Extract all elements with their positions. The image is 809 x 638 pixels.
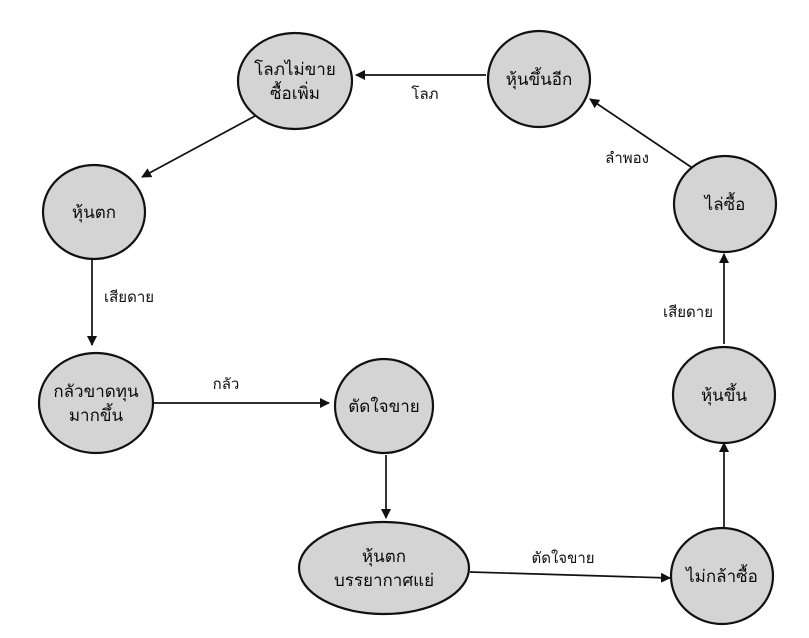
edge-label-fear-to-decide-sell: กลัว: [213, 375, 240, 393]
node-label: หุ้นขึ้น: [701, 383, 747, 406]
edge-label-stock-down-to-fear: เสียดาย: [104, 288, 154, 306]
node-stock-down: หุ้นตก: [41, 163, 147, 261]
node-chase-buy: ไล่ซื้อ: [672, 154, 778, 254]
edge-label-stock-up-to-chase-buy: เสียดาย: [663, 303, 713, 321]
node-ellipse: [37, 351, 155, 455]
node-label: หุ้นตก: [362, 547, 406, 567]
node-label: ไล่ซื้อ: [703, 192, 746, 215]
node-ellipse: [672, 154, 778, 254]
node-label: ซื้อเพิ่ม: [270, 81, 320, 104]
node-label: หุ้นตก: [72, 203, 116, 223]
node-ellipse: [671, 345, 777, 445]
node-label: กลัวขาดทุน: [53, 382, 139, 402]
node-decide-sell: ตัดใจขาย: [333, 357, 435, 455]
node-ellipse: [669, 526, 775, 626]
node-label: ตัดใจขาย: [348, 396, 419, 417]
arrow-chase-buy-to-stock-up-more: [589, 98, 692, 168]
node-afraid-buy: ไม่กล้าซื้อ: [669, 526, 775, 626]
node-label: โลภไม่ขาย: [254, 59, 336, 80]
arrow-bad-mood-to-afraid-buy: [469, 571, 671, 583]
node-ellipse: [333, 357, 435, 455]
node-ellipse: [41, 163, 147, 261]
edge-label-bad-mood-to-afraid-buy: ตัดใจขาย: [531, 549, 594, 567]
node-label: ไม่กล้าซื้อ: [684, 564, 758, 587]
edge-label-stock-up-more-to-greed: โลภ: [411, 85, 438, 103]
node-ellipse: [236, 31, 354, 131]
edge-label-chase-buy-to-stock-up-more: ลำพอง: [605, 149, 649, 167]
node-ellipse: [297, 520, 471, 616]
node-label: มากขึ้น: [69, 403, 124, 426]
node-ellipse: [486, 29, 592, 129]
arrow-greed-to-stock-down: [141, 115, 256, 178]
node-label: บรรยากาศแย่: [334, 571, 434, 591]
node-stock-up: หุ้นขึ้น: [671, 345, 777, 445]
node-stock-up-more: หุ้นขึ้นอีก: [486, 29, 592, 129]
node-label: หุ้นขึ้นอีก: [506, 67, 573, 90]
